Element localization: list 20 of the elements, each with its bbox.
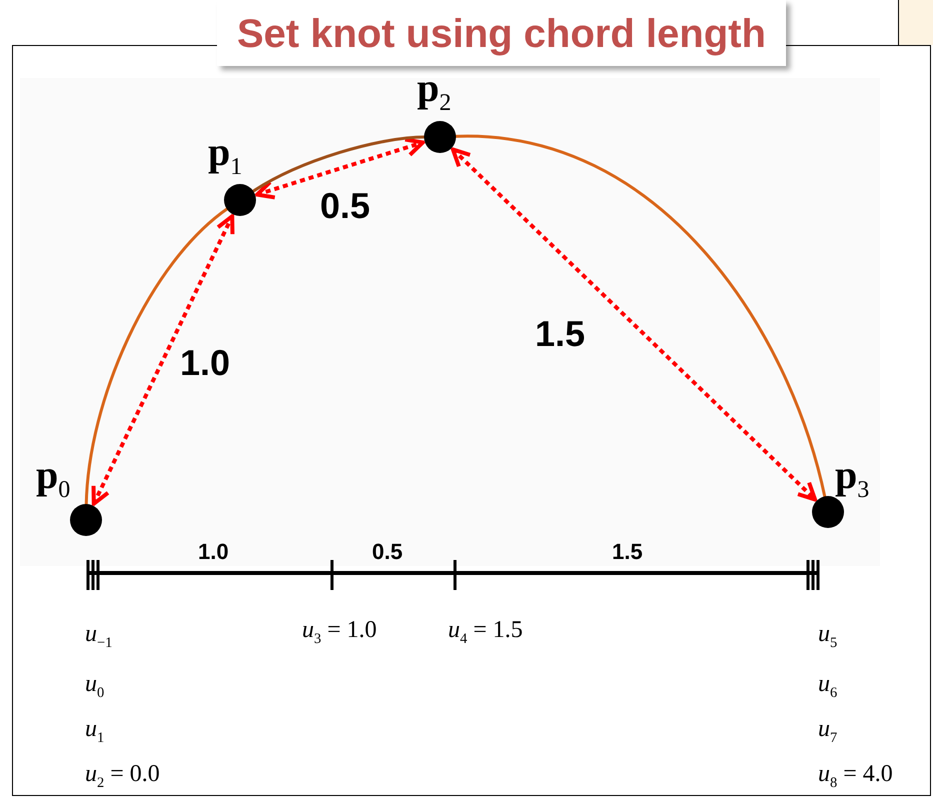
segment-length: 1.0 bbox=[198, 541, 229, 563]
double-arrow bbox=[255, 138, 425, 200]
segment-length: 1.5 bbox=[612, 541, 643, 563]
knot-label: u$_{3}$ = 1.0 bbox=[302, 618, 377, 646]
point-label: p$_{3}$ bbox=[835, 455, 870, 502]
point-label: p$_{0}$ bbox=[36, 455, 70, 502]
knot-label: u$_{−1}$ bbox=[85, 622, 112, 650]
segment-length: 0.5 bbox=[372, 541, 403, 563]
knot-label: u$_{2}$ = 0.0 bbox=[85, 762, 160, 790]
knot-label: u$_{6}$ bbox=[818, 672, 838, 700]
point-label: p$_{2}$ bbox=[417, 68, 452, 115]
knot-label: u$_{7}$ bbox=[818, 717, 838, 746]
knot-label: u$_{5}$ bbox=[818, 622, 838, 650]
title-banner: Set knot using chord length bbox=[217, 0, 786, 66]
knot-label: u$_{4}$ = 1.5 bbox=[448, 618, 523, 646]
knot-label: u$_{8}$ = 4.0 bbox=[818, 762, 893, 790]
curve-segment bbox=[252, 136, 426, 193]
knot-label: u$_{0}$ bbox=[85, 672, 104, 700]
knot-label: u$_{1}$ bbox=[85, 717, 104, 746]
point-label: p$_{1}$ bbox=[208, 132, 242, 179]
